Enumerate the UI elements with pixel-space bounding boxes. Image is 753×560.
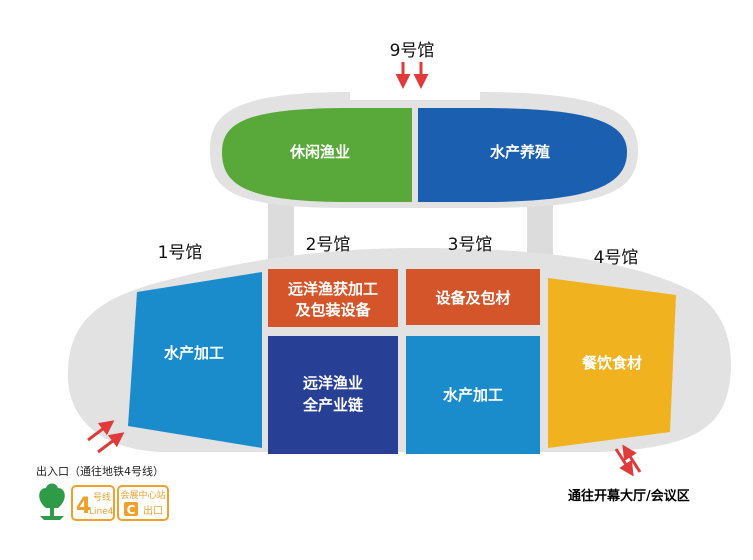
zone-catering[interactable] <box>548 278 676 448</box>
zone-aquaculture-label: 水产养殖 <box>490 143 550 161</box>
exit-to-opening-hall-label: 通往开幕大厅/会议区 <box>568 488 690 504</box>
zone-seafood-processing-3[interactable] <box>406 336 540 454</box>
zone-distant-fishing-chain-label-line1: 远洋渔业 <box>303 374 363 392</box>
zone-seafood-processing-3-label: 水产加工 <box>443 386 503 404</box>
hall-9-label: 9号馆 <box>390 41 435 61</box>
metro-logo-icon <box>39 483 65 520</box>
zone-distant-fishing-equipment[interactable] <box>268 269 398 327</box>
zone-aquaculture[interactable] <box>418 108 627 202</box>
exit-arrows <box>614 444 642 477</box>
hall-2-label: 2号馆 <box>306 235 351 255</box>
line-4-badge-cn: 号线 <box>93 491 111 503</box>
station-exit-badge: 会展中心站 C 出口 <box>117 485 169 521</box>
zone-distant-fishing-chain[interactable] <box>268 336 398 454</box>
zone-seafood-processing-1[interactable] <box>128 272 262 448</box>
zone-distant-fishing-equipment-label-line1: 远洋渔获加工 <box>288 280 378 298</box>
station-exit-letter: C <box>127 503 136 517</box>
station-name: 会展中心站 <box>120 489 165 501</box>
zone-equipment-packaging-label: 设备及包材 <box>435 289 510 307</box>
zone-catering-label: 餐饮食材 <box>582 354 642 372</box>
hall-9-entrance-arrows <box>395 62 429 89</box>
hall-3-label: 3号馆 <box>448 235 493 255</box>
hall-1-label: 1号馆 <box>158 243 203 263</box>
hall-4-label: 4号馆 <box>594 248 639 268</box>
zone-distant-fishing-chain-label-line2: 全产业链 <box>302 396 364 414</box>
zone-equipment-packaging[interactable] <box>406 269 540 325</box>
entrance-note: 出入口（通往地铁4号线） <box>36 464 164 478</box>
line-4-badge: 4 号线 Line4 <box>71 485 115 521</box>
zone-leisure-fishery-label: 休闲渔业 <box>289 143 350 161</box>
zone-distant-fishing-equipment-label-line2: 及包装设备 <box>295 301 371 319</box>
zone-leisure-fishery[interactable] <box>222 108 412 202</box>
line-4-badge-number: 4 <box>76 494 91 519</box>
line-4-badge-en: Line4 <box>89 507 114 517</box>
station-exit-label: 出口 <box>143 504 163 517</box>
entrance-arrows <box>87 420 125 454</box>
zone-seafood-processing-1-label: 水产加工 <box>164 344 224 362</box>
